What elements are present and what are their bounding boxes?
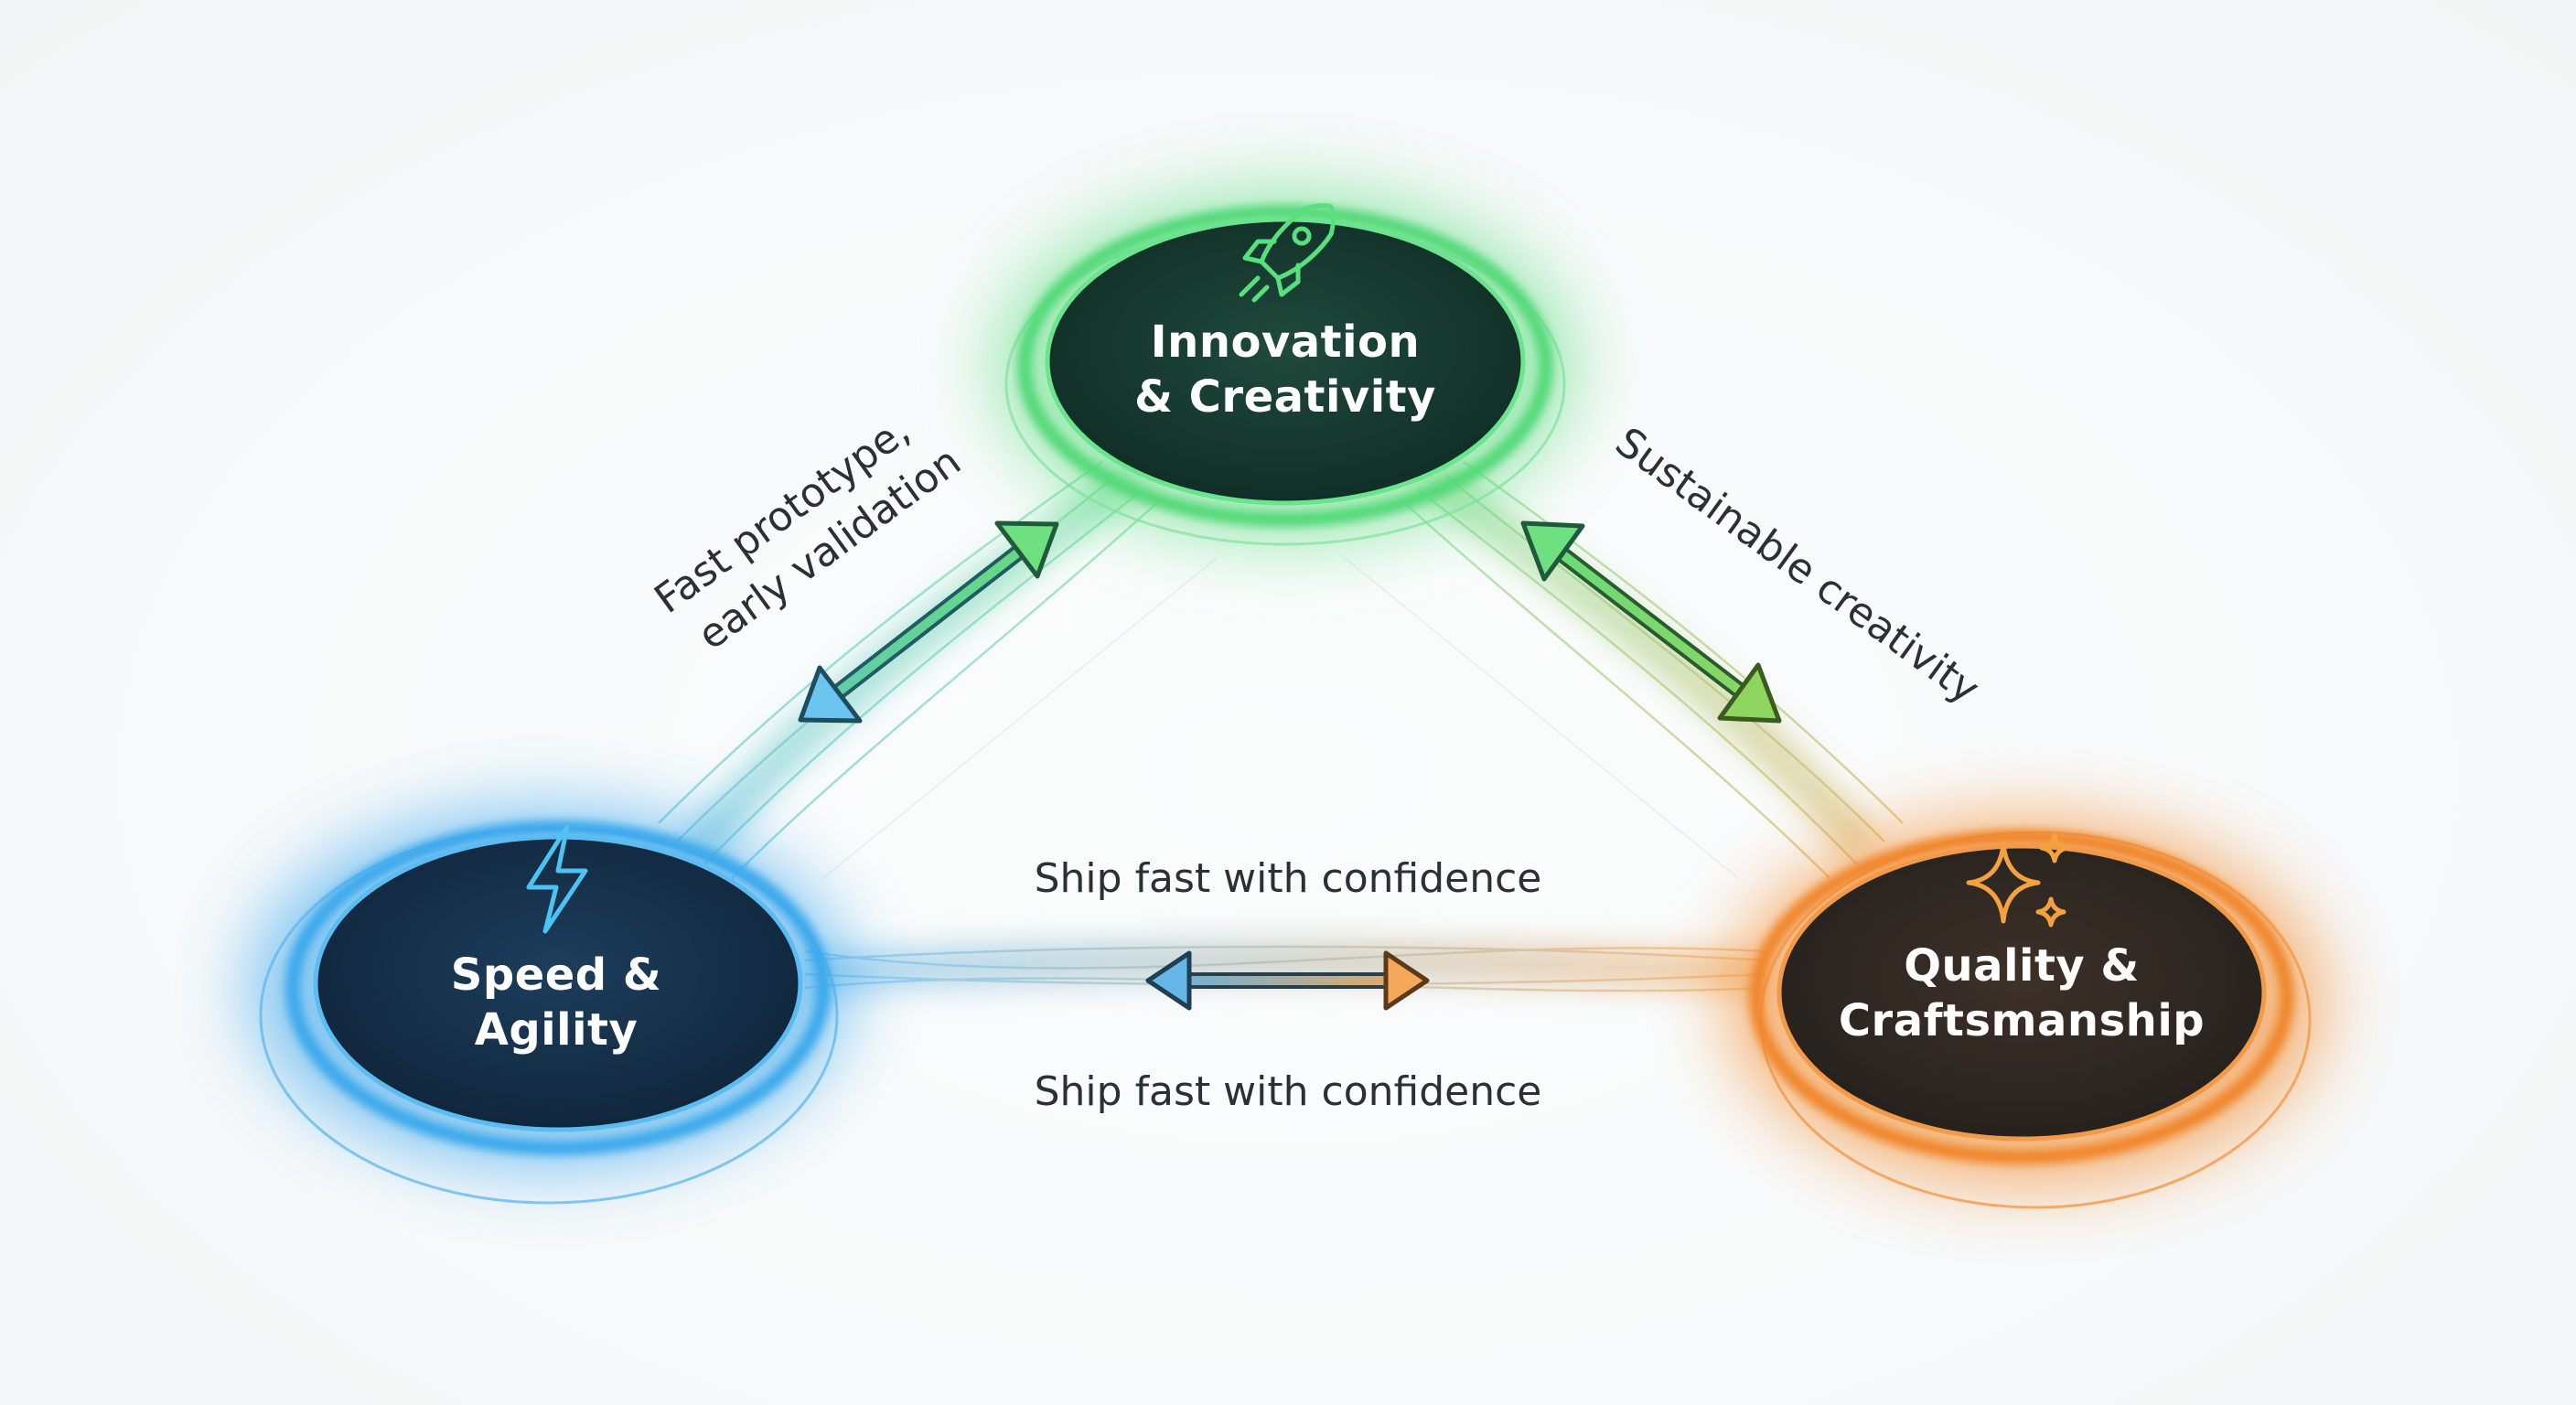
innovation-title-line1: Innovation xyxy=(1151,316,1420,368)
speed-title-line1: Speed & xyxy=(451,949,661,1001)
lightning-bolt-icon xyxy=(526,824,588,934)
label-speed-quality-bottom: Ship fast with confidence xyxy=(1035,1068,1542,1115)
innovation-title-line2: & Creativity xyxy=(1134,371,1436,423)
speed-title-line2: Agility xyxy=(475,1004,639,1056)
quality-title-line1: Quality & xyxy=(1904,940,2140,992)
arrow-speed-quality xyxy=(1145,950,1430,1011)
label-speed-quality-top: Ship fast with confidence xyxy=(1035,855,1542,902)
arrow-speed-innovation xyxy=(798,520,1059,724)
inner-guide-lines xyxy=(822,557,1739,879)
node-innovation[interactable]: Innovation & Creativity xyxy=(993,188,1578,546)
node-quality[interactable]: Quality & Craftsmanship xyxy=(1724,814,2328,1209)
arrow-innovation-quality xyxy=(1520,520,1782,724)
node-speed[interactable]: Speed & Agility xyxy=(247,805,851,1205)
quality-title-line2: Craftsmanship xyxy=(1839,995,2205,1046)
sparkles-icon xyxy=(1966,832,2070,928)
rocket-icon xyxy=(1239,203,1336,303)
